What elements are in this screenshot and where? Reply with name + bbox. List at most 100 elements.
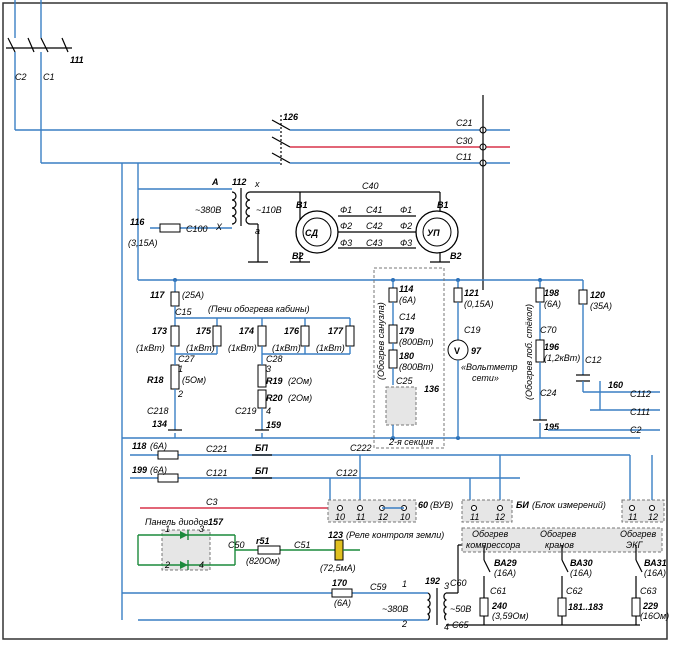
fuse-198-rating: (6A) — [544, 299, 561, 309]
fuse-121-label: 121 — [464, 288, 479, 298]
fuse-118-label: 118 — [132, 441, 146, 451]
washroom-heater: 114 (6A) C14 179 (800Вт) 180 (800Вт) C25… — [373, 267, 445, 449]
diode-panel-157-label: 157 — [208, 517, 224, 527]
c63-label: C63 — [640, 586, 657, 596]
motor-sd-label: СД — [305, 228, 318, 238]
fuse-116-rating: (3,15A) — [128, 238, 158, 248]
equipment-heaters: Обогрев компрессора Обогрев кранов Обогр… — [461, 527, 669, 625]
c3-label: C3 — [206, 497, 218, 507]
node-159-label: 159 — [266, 420, 281, 430]
c60-label: C60 — [450, 578, 467, 588]
t192-pin-4: 4 — [444, 622, 449, 632]
motor-sd-up: СД УП C40 B1 B1 Ф1 C41 Ф1 Ф2 C42 Ф2 Ф3 C… — [290, 181, 462, 263]
c25-label: C25 — [396, 376, 414, 386]
b1-right-label: B1 — [437, 200, 449, 210]
c122-label: C122 — [336, 468, 358, 478]
measurement-lines: 118 (6A) C221 БП C222 199 (6A) C121 БП C… — [130, 441, 631, 500]
voltmeter-title-2: сети» — [472, 373, 499, 383]
t192-pin-2: 2 — [401, 619, 407, 629]
breaker-va29-rating: (16A) — [494, 568, 516, 578]
switch-136-label: 136 — [424, 384, 440, 394]
breaker-va31-rating: (16A) — [644, 568, 666, 578]
r18-pin1: 1 — [178, 364, 183, 374]
c100-label: C100 — [186, 224, 208, 234]
c222-label: C222 — [350, 443, 372, 453]
washroom-heat-title: (Обогрев санузла) — [376, 302, 386, 380]
second-section-label: 2-я секция — [388, 437, 433, 447]
heater-173-power: (1кВт) — [136, 343, 165, 353]
heater-240-value: (3,59Ом) — [492, 611, 529, 621]
heat-compressor-1: Обогрев — [472, 529, 509, 539]
v380-label: ~380B — [195, 205, 221, 215]
transformer-192: 170 (6A) C59 1 2 3 4 192 ~380B C60 ~50B … — [122, 544, 640, 632]
voltmeter-97: 121 (0,15A) C19 V 97 «Вольтметр сети» — [447, 280, 518, 438]
heater-177-label: 177 — [328, 326, 344, 336]
motor-up-label: УП — [427, 228, 440, 238]
c41-label: C41 — [366, 205, 383, 215]
node-195-label: 195 — [544, 422, 560, 432]
heat-ekg-1: Обогрев — [620, 529, 657, 539]
transformer-192-label: 192 — [425, 576, 440, 586]
c30-label: C30 — [456, 136, 473, 146]
fuse-170-label: 170 — [332, 578, 347, 588]
heater-229-label: 229 — [642, 601, 658, 611]
c70-label: C70 — [540, 325, 557, 335]
breaker-va30-rating: (16A) — [570, 568, 592, 578]
heat-cranes-1: Обогрев — [540, 529, 577, 539]
voltmeter-title-1: «Вольтметр — [461, 362, 518, 372]
fuse-114-label: 114 — [399, 284, 413, 294]
bp-1-label: БП — [255, 443, 268, 453]
r18-pin2: 2 — [177, 389, 183, 399]
node-160-label: 160 — [608, 380, 623, 390]
top-contactor: 111 C2 C1 — [6, 0, 84, 163]
bi-label: БИ — [516, 500, 529, 510]
c50-label: C50 — [228, 540, 245, 550]
heater-175-power: (1кВт) — [186, 343, 215, 353]
resistor-r51-label: r51 — [256, 536, 270, 546]
c221-label: C221 — [206, 444, 228, 454]
diode-panel-157: Панель диодов 157 1 3 2 4 C50 r51 (820Ом… — [137, 517, 444, 573]
heater-179-label: 179 — [399, 326, 414, 336]
diode-pin-2: 2 — [164, 560, 170, 570]
diode-pin-1: 1 — [165, 524, 170, 534]
c65-label: C65 — [452, 620, 470, 630]
a-terminal-label: A — [211, 177, 219, 187]
c42-label: C42 — [366, 221, 383, 231]
c51-label: C51 — [294, 540, 311, 550]
phi3-right-label: Ф3 — [400, 238, 412, 248]
terminal-11b: 11 — [470, 512, 479, 522]
resistor-r51-value: (820Ом) — [246, 556, 280, 566]
c112-label: C112 — [630, 389, 651, 399]
diode-pin-3: 3 — [199, 524, 204, 534]
c28-label: C28 — [266, 354, 283, 364]
fuse-198-label: 198 — [544, 288, 559, 298]
breaker-va30-label: ВА30 — [570, 558, 593, 568]
voltmeter-97-label: 97 — [471, 346, 482, 356]
relay-123-label: 123 — [328, 530, 343, 540]
terminal-10b: 10 — [400, 512, 410, 522]
fuse-170-rating: (6A) — [334, 598, 351, 608]
relay-title: (Реле контроля земли) — [346, 530, 444, 540]
c1-label: C1 — [43, 72, 55, 82]
phi2-right-label: Ф2 — [400, 221, 412, 231]
contactor-111-label: 111 — [70, 55, 84, 65]
heater-175-label: 175 — [196, 326, 212, 336]
cabin-heaters-title: (Печи обогрева кабины) — [208, 304, 310, 314]
fuse-199-label: 199 — [132, 465, 147, 475]
diode-panel-title: Панель диодов — [145, 517, 208, 527]
phi2-left-label: Ф2 — [340, 221, 352, 231]
c40-label: C40 — [362, 181, 379, 191]
r20-pin4: 4 — [266, 406, 271, 416]
heater-174-power: (1кВт) — [228, 343, 257, 353]
c111-label: C111 — [630, 407, 650, 417]
terminal-12c: 12 — [648, 512, 658, 522]
b1-left-label: B1 — [296, 200, 308, 210]
heater-173-label: 173 — [152, 326, 167, 336]
heater-196-label: 196 — [544, 342, 560, 352]
t192-v380: ~380B — [382, 604, 408, 614]
cabin-heaters: 117 (25A) C15 (Печи обогрева кабины) 173… — [136, 280, 355, 438]
terminal-12b: 12 — [495, 512, 505, 522]
c59-label: C59 — [370, 582, 387, 592]
breaker-va29-label: ВА29 — [494, 558, 517, 568]
c2-out-label: C2 — [630, 425, 642, 435]
